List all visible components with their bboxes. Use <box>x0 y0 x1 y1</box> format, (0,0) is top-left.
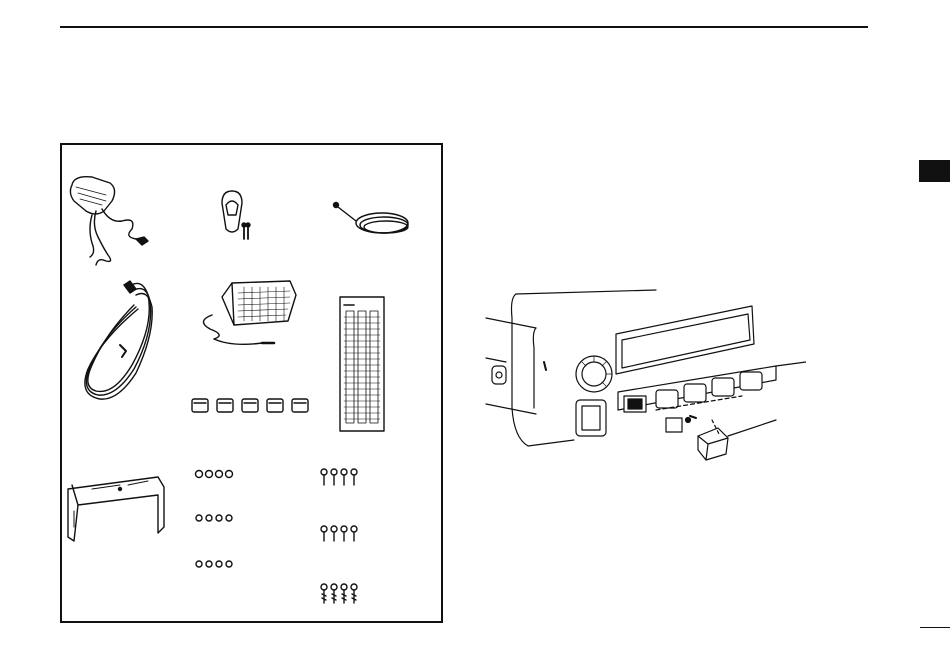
bolts-b-group <box>321 526 357 541</box>
mic-hanger-icon <box>222 191 250 239</box>
washers-a-group <box>196 471 233 478</box>
key-cap-icon <box>267 399 283 412</box>
key-cap-icon <box>192 399 208 412</box>
page-number-rule <box>920 627 950 628</box>
header-rule <box>60 26 868 28</box>
washers-b-group <box>196 515 232 521</box>
microphone-icon <box>70 177 148 265</box>
key-caps-group <box>192 399 308 412</box>
accessories-panel <box>60 143 443 623</box>
speaker-icon <box>203 281 296 344</box>
label-sheet-icon <box>340 297 384 431</box>
nuts-group <box>196 561 232 567</box>
screws-group <box>321 584 357 603</box>
key-cap-icon <box>292 399 308 412</box>
bolts-a-group <box>321 469 357 485</box>
section-tab <box>919 160 950 182</box>
bracket-icon <box>68 477 164 541</box>
cable-icon <box>334 203 409 234</box>
accessories-illustration <box>62 145 445 625</box>
key-cap-icon <box>242 399 258 412</box>
radio-front-panel-icon <box>476 288 806 468</box>
power-cable-icon <box>85 281 152 399</box>
key-cap-icon <box>217 399 233 412</box>
